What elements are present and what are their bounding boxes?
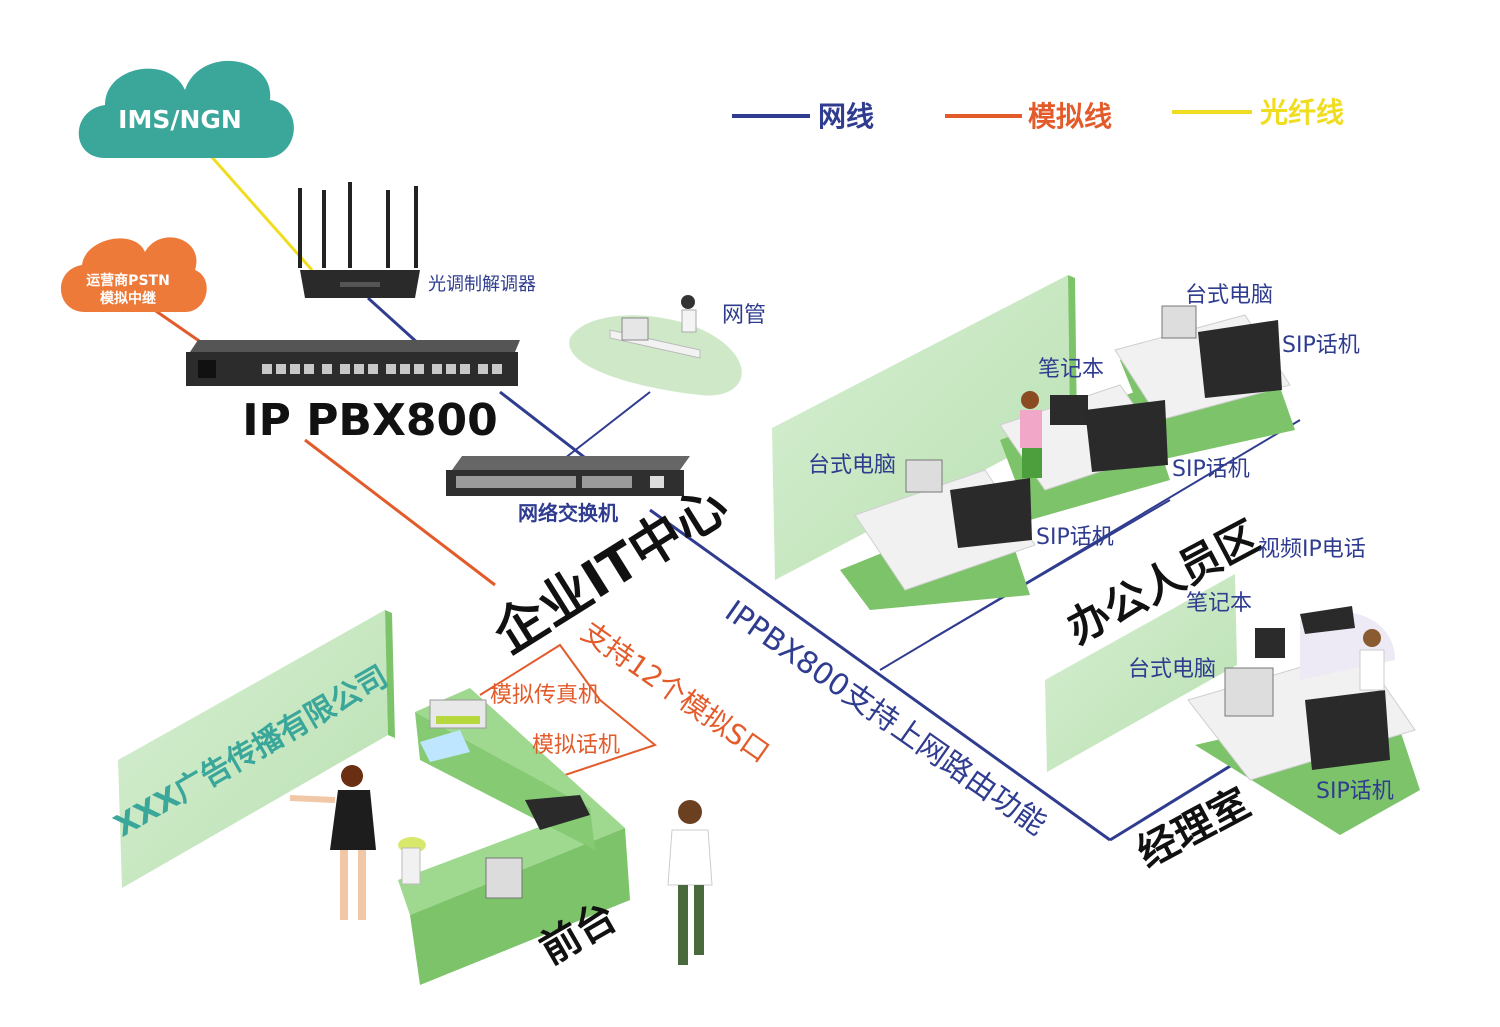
manager-feed-line xyxy=(1109,758,1241,842)
pbx-label: IP PBX800 xyxy=(242,395,498,446)
analog-fax-line xyxy=(479,643,601,701)
connection-lines xyxy=(139,154,1301,842)
network-switch: 网络交换机 xyxy=(446,456,690,525)
office-desktop-a-label: 台式电脑 xyxy=(1185,283,1273,308)
office-desktop-b-label: 台式电脑 xyxy=(808,453,896,478)
switch-label: 网络交换机 xyxy=(518,501,618,525)
switch-netadmin-line xyxy=(559,391,651,463)
manager-room: 视频IP电话 笔记本 台式电脑 SIP话机 经理室 xyxy=(1045,537,1420,877)
office-sip-b-label: SIP话机 xyxy=(1172,457,1250,482)
reception-area: XXX广告传播有限公司 模拟传真机 模拟话机 前台 xyxy=(109,610,713,985)
backbone-line xyxy=(649,508,1111,842)
pstn-cloud-shape xyxy=(60,237,207,312)
ims-cloud: IMS/NGN xyxy=(78,60,294,158)
netadmin-label: 网管 xyxy=(722,303,766,328)
office-partition xyxy=(772,275,1070,580)
company-sign xyxy=(118,610,388,888)
pstn-cloud: 运营商PSTN 模拟中继 xyxy=(60,237,207,312)
manager-partition xyxy=(1045,574,1237,772)
legend-analog-label: 模拟线 xyxy=(1028,100,1112,133)
manager-zone-label: 经理室 xyxy=(1130,780,1258,877)
modem-label: 光调制解调器 xyxy=(428,274,536,295)
manager-desktop-label: 台式电脑 xyxy=(1128,657,1216,682)
office-area: 台式电脑 SIP话机 笔记本 台式电脑 SIP话机 SIP话机 办公人员区 xyxy=(772,275,1360,653)
modem-pbx-line xyxy=(366,296,422,347)
pbx-analog-line xyxy=(304,438,496,587)
office-feed-line-2 xyxy=(929,499,1171,641)
office-sip-a-label: SIP话机 xyxy=(1282,333,1360,358)
manager-sip-label: SIP话机 xyxy=(1316,779,1394,804)
manager-notebook-label: 笔记本 xyxy=(1186,591,1252,616)
office-sip-c-label: SIP话机 xyxy=(1036,525,1114,550)
routing-note: IPPBX800支持上网路由功能 xyxy=(718,594,1052,843)
pstn-cloud-line1: 运营商PSTN xyxy=(86,272,170,289)
ims-cloud-shape xyxy=(78,60,294,158)
pbx-switch-line xyxy=(499,390,589,462)
network-admin: 网管 xyxy=(569,295,766,396)
ims-cloud-label: IMS/NGN xyxy=(118,105,242,134)
legend-fiber-label: 光纤线 xyxy=(1259,96,1344,129)
fiber-line xyxy=(208,154,314,271)
ip-pbx: IP PBX800 xyxy=(186,340,520,446)
analog-phone-label: 模拟话机 xyxy=(532,733,620,758)
office-notebook-label: 笔记本 xyxy=(1038,357,1104,382)
optical-modem: 光调制解调器 xyxy=(298,182,536,298)
manager-video-phone-label: 视频IP电话 xyxy=(1258,537,1366,562)
pbx-ports xyxy=(262,364,502,374)
legend: 网线 模拟线 光纤线 xyxy=(732,96,1344,133)
legend-network-label: 网线 xyxy=(818,100,874,133)
pstn-cloud-line2: 模拟中继 xyxy=(100,290,156,307)
fax-label: 模拟传真机 xyxy=(490,683,600,708)
